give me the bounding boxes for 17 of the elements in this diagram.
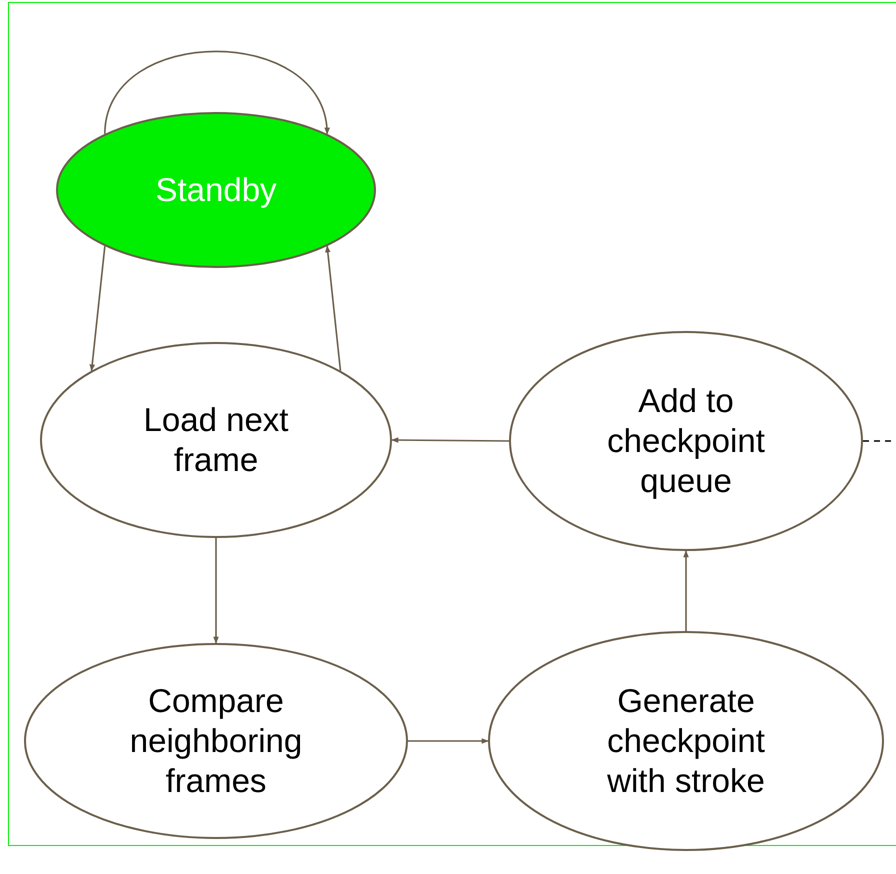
state-label: Generate checkpoint with stroke xyxy=(606,680,766,802)
state-label: Standby xyxy=(154,170,278,210)
arrow xyxy=(89,246,106,372)
arrow xyxy=(391,437,509,443)
state-label: Add to checkpoint queue xyxy=(606,380,766,502)
arrow xyxy=(213,538,219,644)
state-ellipse xyxy=(40,342,392,538)
state-label: Compare neighboring frames xyxy=(128,680,304,802)
state-ellipse xyxy=(24,643,408,839)
state-ellipse xyxy=(509,331,863,551)
state-label: Load next frame xyxy=(142,400,290,480)
arrow xyxy=(325,245,342,371)
state-ellipse xyxy=(56,112,376,268)
state-ellipse xyxy=(488,631,884,851)
arrow xyxy=(104,50,329,135)
arrow xyxy=(408,738,489,744)
arrow xyxy=(683,550,689,631)
